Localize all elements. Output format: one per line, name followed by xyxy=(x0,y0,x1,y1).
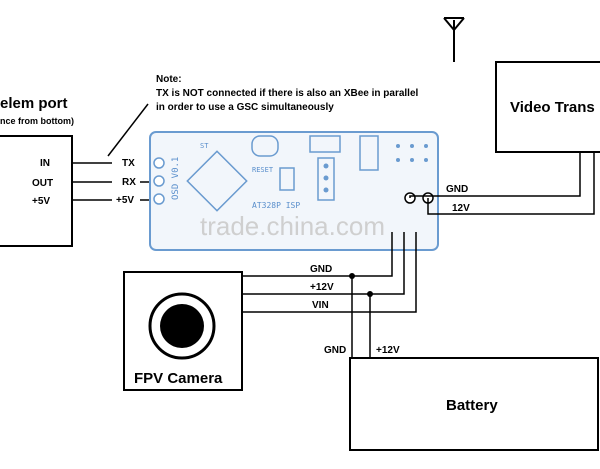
antenna-icon xyxy=(443,17,465,62)
telemetry-pin-out: OUT xyxy=(32,178,53,189)
video-tx-gnd-label: GND xyxy=(446,184,468,195)
board-pin-rx: RX xyxy=(122,177,136,188)
board-pin-5v: +5V xyxy=(116,195,134,206)
battery-label: Battery xyxy=(446,397,498,414)
battery-gnd-label: GND xyxy=(324,345,346,356)
note-leader-line xyxy=(107,103,149,157)
video-tx-wires xyxy=(409,152,595,215)
note-title: Note: xyxy=(156,74,182,85)
video-transmitter-label: Video Trans xyxy=(510,99,595,116)
board-pin-tx: TX xyxy=(122,158,135,169)
camera-gnd-label: GND xyxy=(310,264,332,275)
osd-board: OSD V0.1 AT328P ISP RESET ST xyxy=(149,131,439,251)
video-transmitter-box xyxy=(495,61,600,153)
camera-wires xyxy=(242,232,417,313)
svg-text:AT328P ISP: AT328P ISP xyxy=(252,201,300,210)
telemetry-pin-in: IN xyxy=(40,158,50,169)
note-line-2: in order to use a GSC simultaneously xyxy=(156,102,334,113)
video-tx-12v-label: 12V xyxy=(452,203,470,214)
telemetry-port-subtitle: nce from bottom) xyxy=(0,116,74,126)
svg-text:ST: ST xyxy=(200,142,209,150)
camera-vin-label: VIN xyxy=(312,300,329,311)
battery-box xyxy=(349,357,599,451)
camera-12v-label: +12V xyxy=(310,282,334,293)
svg-text:RESET: RESET xyxy=(252,166,274,174)
note-line-1: TX is NOT connected if there is also an … xyxy=(156,88,419,99)
battery-12v-label: +12V xyxy=(376,345,400,356)
camera-label: FPV Camera xyxy=(134,370,223,387)
telemetry-pin-5v: +5V xyxy=(32,196,50,207)
svg-text:OSD V0.1: OSD V0.1 xyxy=(171,157,181,200)
watermark: trade.china.com xyxy=(200,211,385,241)
telemetry-wires xyxy=(72,162,152,201)
telemetry-port-title: elem port xyxy=(0,95,68,112)
camera-lens-icon xyxy=(148,292,216,360)
telemetry-port-box xyxy=(0,135,73,247)
battery-wires xyxy=(351,276,371,358)
